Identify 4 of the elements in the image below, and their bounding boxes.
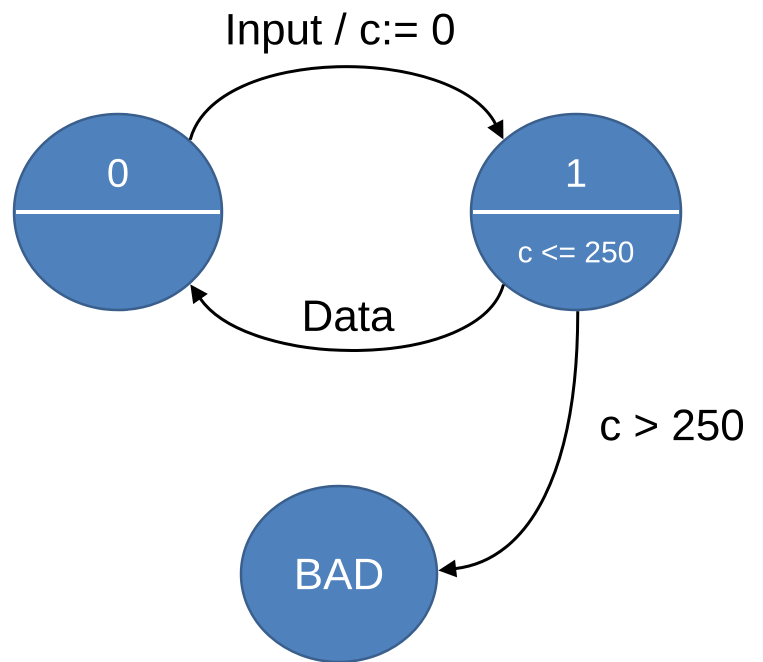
edge-label: c > 250 xyxy=(598,408,746,442)
edge-label: Data xyxy=(300,300,396,332)
arrow xyxy=(188,65,504,140)
edge-label: Input / c:= 0 xyxy=(223,12,457,54)
